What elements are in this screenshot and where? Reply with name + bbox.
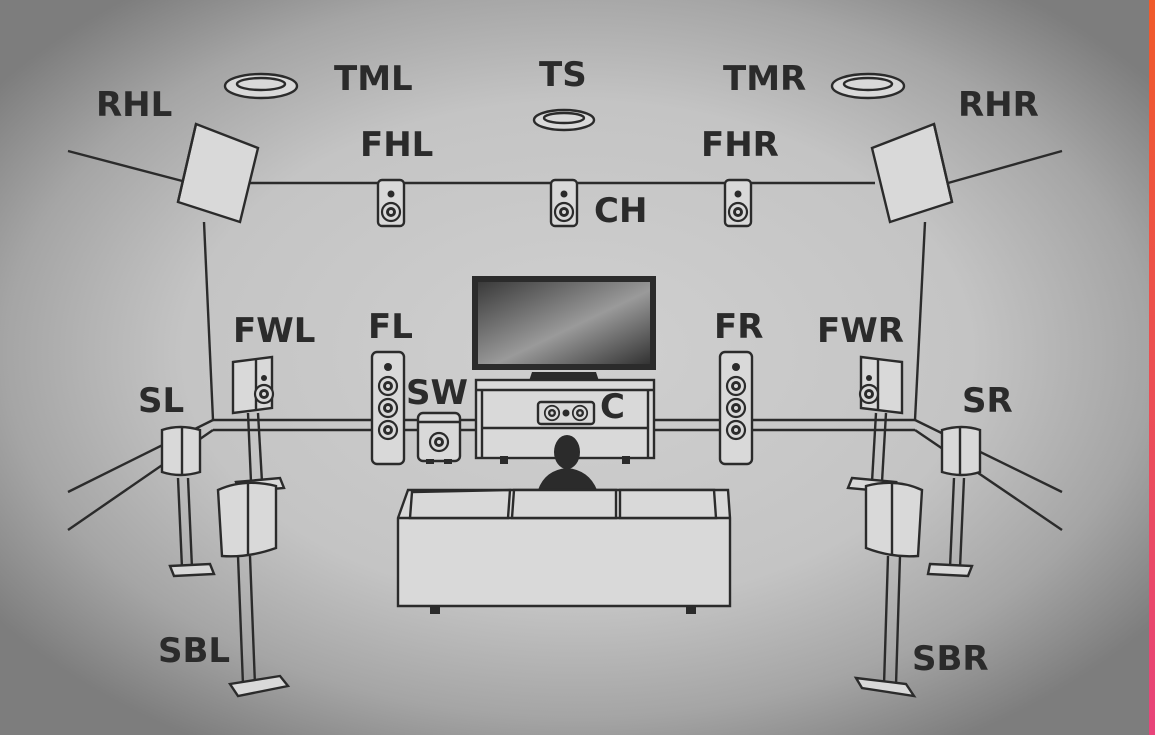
listener: [538, 435, 597, 490]
label-fwr: FWR: [817, 311, 904, 351]
label-fhr: FHR: [701, 125, 779, 165]
label-fhl: FHL: [360, 125, 434, 165]
sbl-speaker: [216, 481, 291, 698]
ts-ceiling-speaker: [532, 108, 596, 132]
fhl-speaker: [376, 178, 406, 228]
fwr-speaker: [846, 355, 904, 494]
label-c: C: [600, 387, 625, 427]
label-sr: SR: [962, 381, 1013, 421]
fhr-speaker: [723, 178, 753, 228]
fwl-speaker: [231, 355, 286, 494]
label-sl: SL: [138, 381, 185, 421]
television: [472, 276, 656, 384]
label-tmr: TMR: [723, 59, 807, 99]
fr-speaker: [718, 350, 754, 466]
label-ch: CH: [594, 191, 648, 231]
label-tml: TML: [334, 59, 413, 99]
label-sw: SW: [406, 373, 468, 413]
label-sbl: SBL: [158, 631, 231, 671]
rhl-speaker: [176, 122, 260, 224]
fl-speaker: [370, 350, 406, 466]
rhr-speaker: [870, 122, 954, 224]
c-speaker: [536, 400, 596, 426]
label-fwl: FWL: [233, 311, 316, 351]
label-fl: FL: [368, 307, 413, 347]
sbr-speaker: [853, 481, 924, 698]
edge-accent-bar: [1149, 0, 1155, 735]
tml-ceiling-speaker: [223, 72, 299, 100]
tmr-ceiling-speaker: [830, 72, 906, 100]
sofa: [396, 488, 732, 614]
ch-speaker: [549, 178, 579, 228]
label-rhr: RHR: [958, 85, 1039, 125]
label-sbr: SBR: [912, 639, 989, 679]
label-rhl: RHL: [96, 85, 173, 125]
sr-speaker: [926, 425, 982, 578]
label-ts: TS: [539, 55, 587, 95]
label-fr: FR: [714, 307, 764, 347]
sl-speaker: [160, 425, 216, 578]
subwoofer: [416, 411, 462, 464]
